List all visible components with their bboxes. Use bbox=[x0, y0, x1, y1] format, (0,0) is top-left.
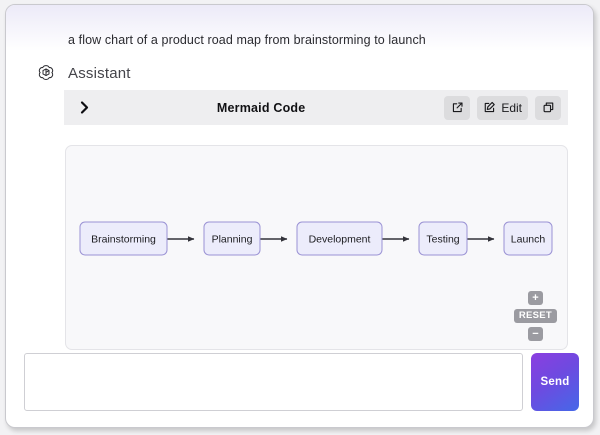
flow-node-label: Testing bbox=[426, 233, 459, 245]
app-window: a flow chart of a product road map from … bbox=[5, 4, 594, 428]
zoom-in-button[interactable]: + bbox=[527, 291, 543, 305]
open-external-button[interactable] bbox=[444, 95, 471, 120]
copy-icon bbox=[542, 101, 555, 114]
mermaid-code-header: Mermaid Code bbox=[64, 90, 568, 125]
flow-node-label: Development bbox=[309, 233, 371, 245]
zoom-controls: + RESET − bbox=[513, 291, 557, 341]
assistant-header: Assistant bbox=[36, 63, 131, 83]
openai-logo-icon bbox=[36, 63, 56, 83]
flow-node[interactable]: Planning bbox=[203, 221, 261, 256]
user-prompt-text: a flow chart of a product road map from … bbox=[68, 33, 426, 47]
message-input[interactable] bbox=[24, 353, 523, 411]
flow-node-label: Planning bbox=[212, 233, 253, 245]
zoom-out-button[interactable]: − bbox=[527, 327, 543, 341]
edit-button[interactable]: Edit bbox=[477, 95, 528, 120]
flow-node[interactable]: Development bbox=[296, 221, 383, 256]
mermaid-code-title: Mermaid Code bbox=[216, 100, 306, 115]
chevron-right-icon[interactable] bbox=[74, 98, 94, 118]
edit-button-label: Edit bbox=[501, 100, 522, 115]
flow-node-label: Brainstorming bbox=[91, 233, 156, 245]
code-header-actions: Edit bbox=[444, 95, 561, 120]
flowchart-svg: Brainstorming Planning Development Testi… bbox=[79, 221, 553, 256]
flow-node[interactable]: Testing bbox=[418, 221, 468, 256]
flow-node[interactable]: Brainstorming bbox=[79, 221, 168, 256]
flow-node[interactable]: Launch bbox=[503, 221, 553, 256]
message-composer: Send bbox=[24, 353, 579, 411]
pencil-square-icon bbox=[483, 101, 496, 114]
chat-content: a flow chart of a product road map from … bbox=[6, 5, 593, 427]
send-button[interactable]: Send bbox=[531, 353, 579, 411]
mermaid-diagram-panel[interactable]: Brainstorming Planning Development Testi… bbox=[65, 145, 568, 350]
zoom-reset-button[interactable]: RESET bbox=[513, 309, 557, 323]
assistant-label: Assistant bbox=[68, 64, 131, 82]
flow-node-label: Launch bbox=[511, 233, 546, 245]
copy-button[interactable] bbox=[535, 95, 561, 120]
external-link-icon bbox=[451, 101, 464, 114]
